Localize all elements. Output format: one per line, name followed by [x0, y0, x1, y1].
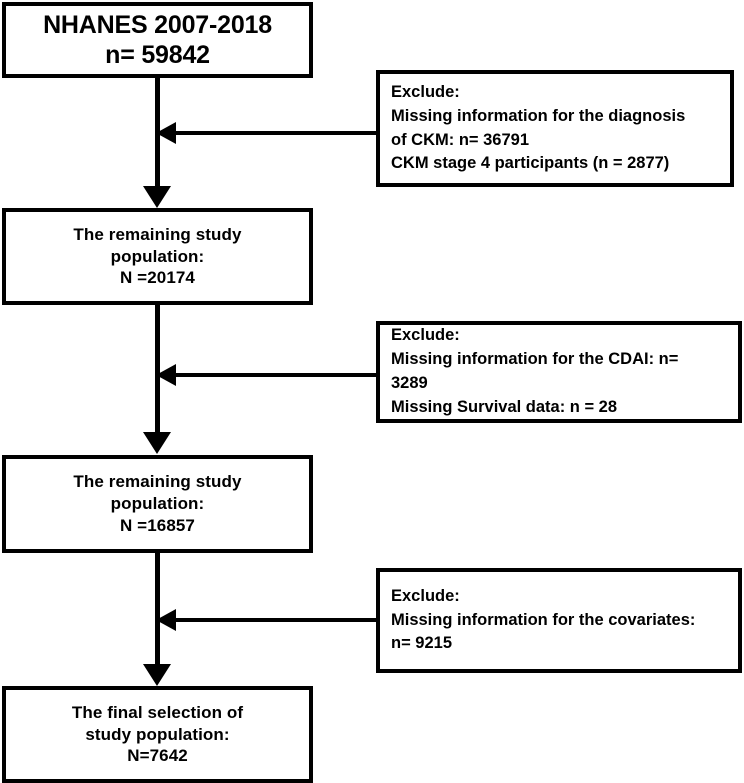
final-population-line-2: study population:	[85, 724, 230, 744]
remaining-2-line-3: N =16857	[119, 515, 195, 535]
exclusion-3-line-1: Missing information for the covariates:	[391, 610, 696, 629]
source-population-line-1: NHANES 2007-2018	[43, 10, 272, 39]
remaining-1-line-2: population:	[110, 246, 205, 266]
connector-line-exclusion-3	[172, 618, 378, 622]
exclusion-box-2: Exclude: Missing information for the CDA…	[376, 321, 742, 423]
exclusion-3-heading: Exclude:	[391, 586, 460, 605]
connector-arrowhead-remaining-2-to-final	[143, 664, 171, 686]
remaining-1-line-3: N =20174	[119, 268, 195, 288]
exclusion-2-line-1: Missing information for the CDAI: n=	[391, 350, 679, 369]
connector-arrowhead-remaining-1-to-remaining-2	[143, 432, 171, 454]
remaining-1-line-1: The remaining study	[73, 224, 242, 244]
exclusion-2-line-2: 3289	[391, 374, 428, 392]
final-population-box: The final selection of study population:…	[2, 686, 313, 783]
remaining-2-line-1: The remaining study	[73, 472, 242, 492]
exclusion-1-line-1: Missing information for the diagnosis	[391, 106, 686, 125]
exclusion-2-line-3: Missing Survival data: n = 28	[391, 397, 618, 416]
connector-arrowhead-exclusion-3	[156, 609, 176, 631]
connector-arrowhead-source-to-remaining-1	[143, 186, 171, 208]
remaining-2-line-2: population:	[110, 494, 205, 514]
exclusion-box-3: Exclude: Missing information for the cov…	[376, 568, 742, 673]
exclusion-1-line-2: of CKM: n= 36791	[391, 130, 529, 149]
final-population-line-3: N=7642	[127, 746, 188, 766]
exclusion-1-line-3: CKM stage 4 participants (n = 2877)	[391, 154, 670, 173]
connector-line-exclusion-2	[172, 373, 378, 377]
remaining-population-box-2: The remaining study population: N =16857	[2, 455, 313, 553]
source-population-line-2: n= 59842	[105, 41, 210, 69]
source-population-box: NHANES 2007-2018 n= 59842	[2, 2, 313, 78]
remaining-population-box-1: The remaining study population: N =20174	[2, 208, 313, 305]
connector-line-exclusion-1	[172, 131, 378, 135]
connector-arrowhead-exclusion-2	[156, 364, 176, 386]
exclusion-box-1: Exclude: Missing information for the dia…	[376, 70, 734, 187]
exclusion-1-heading: Exclude:	[391, 82, 460, 101]
exclusion-3-line-2: n= 9215	[391, 634, 453, 653]
exclusion-2-heading: Exclude:	[391, 326, 460, 345]
connector-arrowhead-exclusion-1	[156, 122, 176, 144]
final-population-line-1: The final selection of	[71, 702, 244, 722]
